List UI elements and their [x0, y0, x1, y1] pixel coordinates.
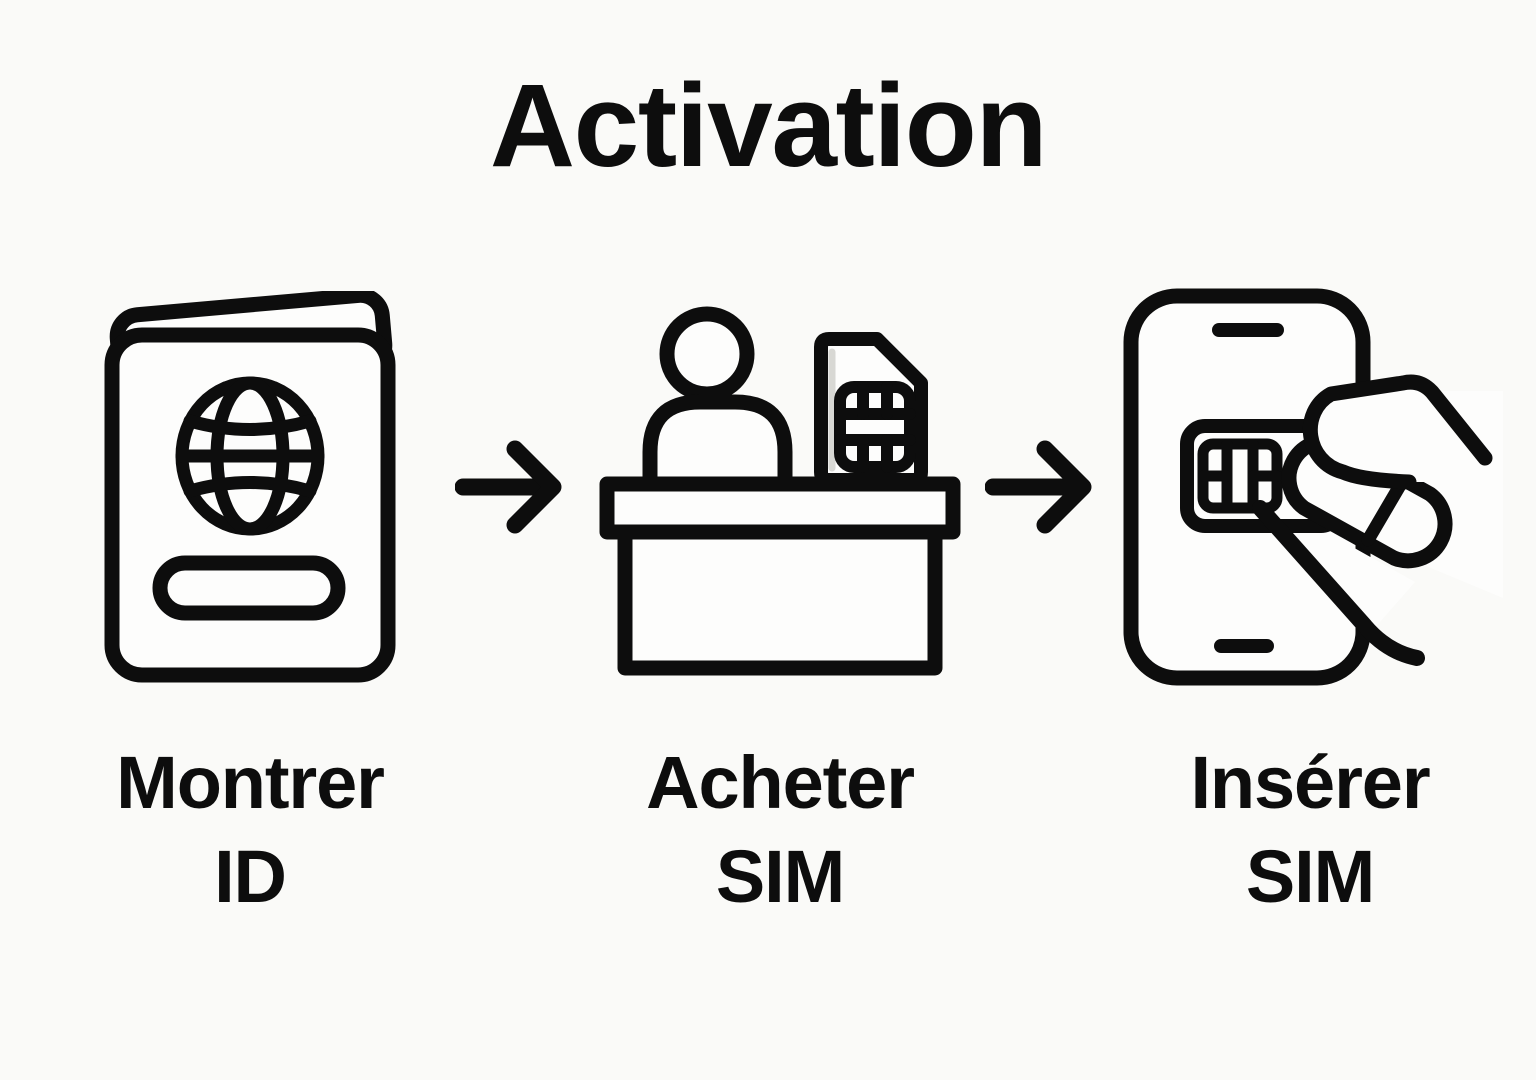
thumb-nail-line	[1361, 475, 1409, 547]
arrow-right-icon	[455, 282, 575, 692]
step-label-line: ID	[214, 834, 287, 918]
step-insert-sim: Insérer SIM	[1110, 282, 1510, 924]
counter-desk	[599, 476, 961, 676]
arrow-2	[980, 282, 1110, 692]
step-show-id: Montrer ID	[50, 282, 450, 924]
step-label-insert-sim: Insérer SIM	[1190, 736, 1430, 924]
passport-icon	[100, 282, 400, 692]
step-label-buy-sim: Acheter SIM	[646, 736, 915, 924]
step-label-line: SIM	[715, 834, 845, 918]
arrow-1	[450, 282, 580, 692]
index-finger	[1302, 374, 1503, 490]
sim-chip	[834, 380, 916, 473]
phone-icon-svg	[1123, 288, 1503, 686]
page-title: Activation	[489, 60, 1048, 192]
insert-sim-into-phone-icon	[1117, 282, 1503, 692]
step-label-line: Acheter	[646, 740, 915, 824]
sim-chip	[1197, 438, 1283, 514]
arrow-right-icon	[985, 282, 1105, 692]
hand-edge-line	[1252, 499, 1425, 666]
passport-label-bar	[152, 555, 346, 621]
step-label-line: Montrer	[116, 740, 385, 824]
sim-purchase-counter-icon	[585, 282, 975, 692]
step-label-show-id: Montrer ID	[116, 736, 385, 924]
step-label-line: SIM	[1245, 834, 1375, 918]
arrow-right-icon-svg	[985, 440, 1092, 534]
hand-icon	[1252, 374, 1503, 666]
step-buy-sim: Acheter SIM	[580, 282, 980, 924]
step-label-line: Insérer	[1190, 740, 1430, 824]
globe-icon	[175, 376, 325, 536]
steps-row: Montrer ID	[0, 282, 1536, 924]
activation-infographic: Activation	[0, 56, 1536, 1080]
arrow-right-icon-svg	[455, 440, 562, 534]
counter-icon-svg	[599, 306, 961, 676]
passport-icon-svg	[104, 290, 396, 683]
clerk-person-icon	[642, 306, 793, 496]
sim-card-icon	[814, 331, 928, 487]
